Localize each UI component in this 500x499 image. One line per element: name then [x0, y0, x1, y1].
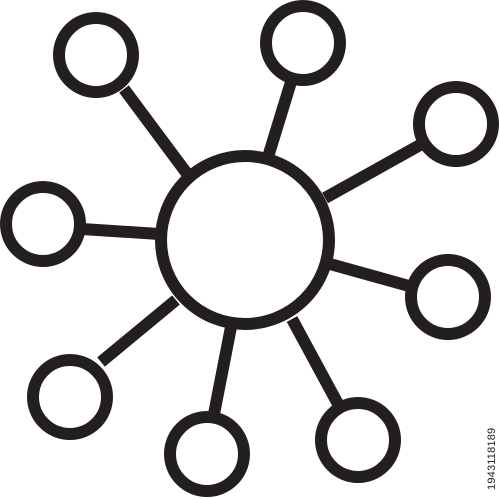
hub-circle	[155, 150, 335, 330]
connector-bottom-right	[286, 316, 344, 407]
connector-bottom	[208, 325, 237, 416]
node-right	[405, 254, 491, 340]
connector-left	[81, 223, 160, 240]
connector-top-right	[322, 139, 423, 204]
connector-top	[262, 80, 297, 159]
node-bottom-left	[27, 354, 113, 440]
node-left	[0, 181, 86, 267]
stock-id-text: 1943118189	[486, 427, 498, 490]
connector-top-left	[119, 85, 193, 179]
node-bottom-right	[315, 397, 401, 483]
connector-lines	[81, 80, 423, 416]
node-top-left	[53, 12, 139, 98]
connector-right	[328, 258, 411, 292]
node-top-right	[413, 81, 499, 167]
node-bottom	[164, 411, 250, 497]
connector-bottom-left	[97, 295, 180, 367]
node-top	[260, 0, 346, 86]
